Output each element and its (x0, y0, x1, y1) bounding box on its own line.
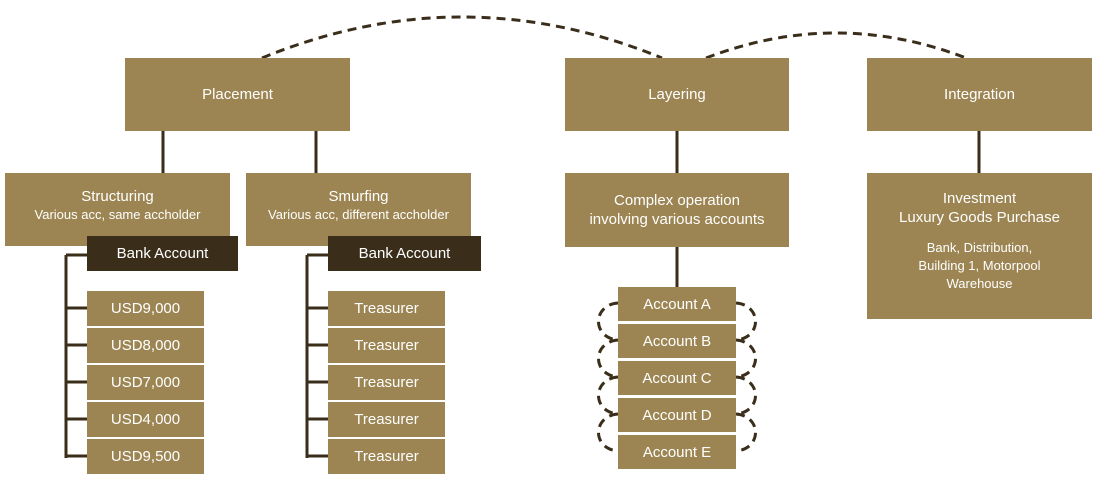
treasurer-box: Treasurer (328, 291, 445, 326)
account-label: Account C (642, 369, 712, 387)
smurfing-title: Smurfing (328, 188, 389, 205)
stage-placement-label: Placement (202, 86, 273, 103)
stage-integration-label: Integration (944, 86, 1015, 103)
investment-line2: Luxury Goods Purchase (899, 209, 1060, 226)
account-box: Account B (618, 324, 736, 358)
account-label: Account E (642, 443, 712, 461)
loop-left-bc (597, 338, 619, 379)
loop-right-ab (735, 301, 757, 342)
treasurer-label: Treasurer (354, 411, 419, 428)
treasurer-label: Treasurer (354, 374, 419, 391)
stage-placement: Placement (125, 58, 350, 131)
arc-placement-layering (261, 15, 663, 60)
stage-layering: Layering (565, 58, 789, 131)
complex-operation-box: Complex operation involving various acco… (565, 173, 789, 247)
arc-layering-integration (705, 31, 967, 60)
account-box: Account A (618, 287, 736, 321)
amount-label: USD4,000 (110, 411, 181, 428)
investment-line5: Warehouse (946, 276, 1013, 291)
account-label: Account A (643, 295, 711, 313)
treasurer-label: Treasurer (354, 448, 419, 465)
account-box: Account C (618, 361, 736, 395)
loop-left-cd (597, 375, 619, 416)
amount-box: USD4,000 (87, 402, 204, 437)
complex-operation-line2: involving various accounts (589, 211, 765, 228)
amount-label: USD9,000 (110, 300, 181, 317)
amount-box: USD9,000 (87, 291, 204, 326)
treasurer-box: Treasurer (328, 365, 445, 400)
amount-box: USD8,000 (87, 328, 204, 363)
stage-layering-label: Layering (648, 86, 706, 103)
treasurer-box: Treasurer (328, 328, 445, 363)
smurfing-box: Smurfing Various acc, different accholde… (246, 173, 471, 246)
account-box: Account D (618, 398, 736, 432)
loop-right-bc (735, 338, 757, 379)
investment-line3: Bank, Distribution, (926, 240, 1033, 255)
amount-box: USD9,500 (87, 439, 204, 474)
amount-label: USD8,000 (110, 337, 181, 354)
structuring-bank-account: Bank Account (87, 236, 238, 271)
account-label: Account B (642, 332, 712, 350)
smurfing-bank-account-label: Bank Account (358, 245, 451, 262)
loop-left-ab (597, 301, 619, 342)
loop-left-de (597, 412, 619, 453)
investment-box: Investment Luxury Goods Purchase Bank, D… (867, 173, 1092, 319)
investment-line1: Investment (942, 190, 1017, 207)
loop-right-cd (735, 375, 757, 416)
structuring-subtitle: Various acc, same accholder (34, 207, 201, 222)
amount-label: USD7,000 (110, 374, 181, 391)
smurfing-bank-account: Bank Account (328, 236, 481, 271)
investment-line4: Building 1, Motorpool (918, 258, 1041, 273)
account-label: Account D (642, 406, 712, 424)
amount-label: USD9,500 (110, 448, 181, 465)
treasurer-label: Treasurer (354, 337, 419, 354)
complex-operation-line1: Complex operation (614, 192, 740, 209)
account-box: Account E (618, 435, 736, 469)
structuring-bank-account-label: Bank Account (116, 245, 209, 262)
smurfing-subtitle: Various acc, different accholder (268, 207, 449, 222)
structuring-box: Structuring Various acc, same accholder (5, 173, 230, 246)
treasurer-box: Treasurer (328, 439, 445, 474)
stage-integration: Integration (867, 58, 1092, 131)
loop-right-de (735, 412, 757, 453)
structuring-title: Structuring (81, 188, 154, 205)
treasurer-label: Treasurer (354, 300, 419, 317)
amount-box: USD7,000 (87, 365, 204, 400)
treasurer-box: Treasurer (328, 402, 445, 437)
